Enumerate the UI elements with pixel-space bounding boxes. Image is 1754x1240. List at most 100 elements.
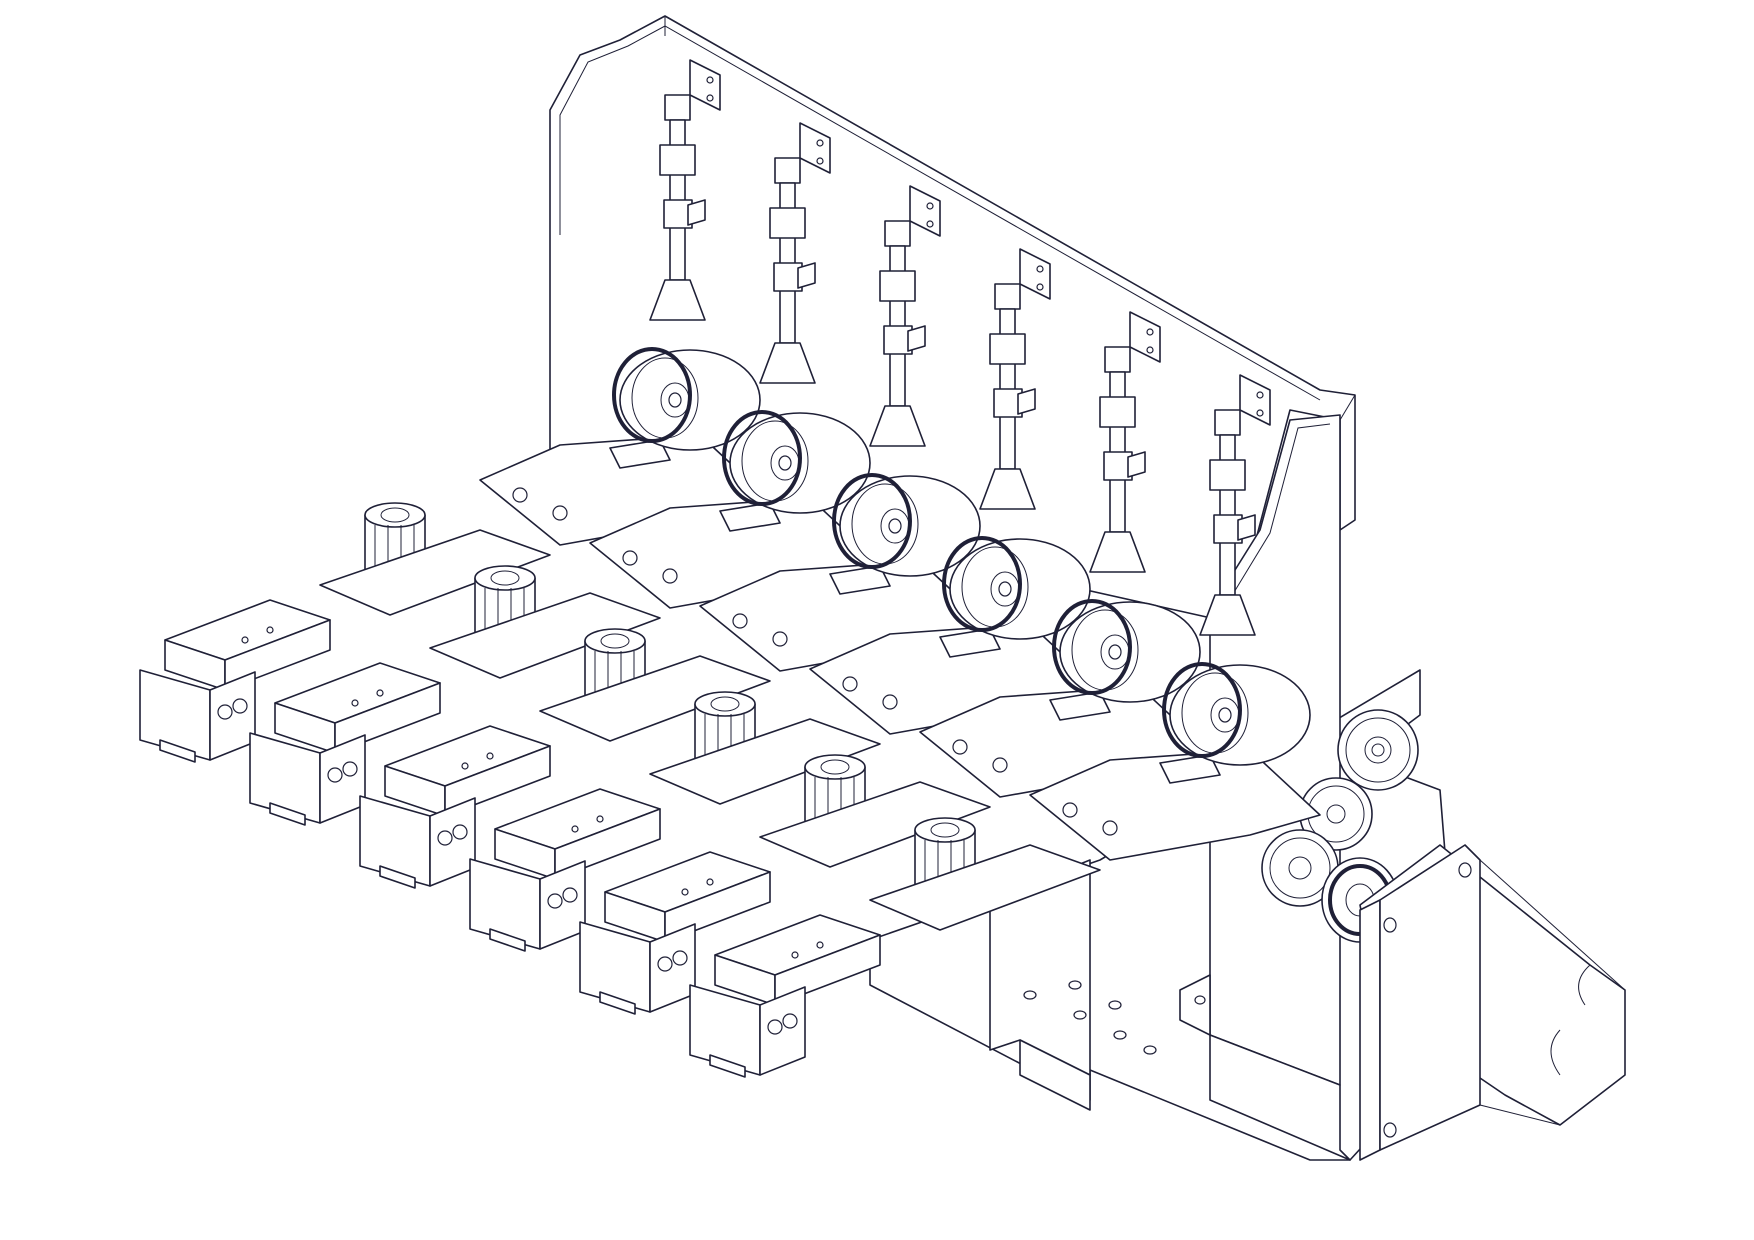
slide-base: [869, 844, 1101, 931]
pivot-link: [1199, 594, 1256, 636]
bracket-hole: [706, 76, 714, 84]
gripper-assembly: [579, 851, 771, 1015]
gripper-assembly: [469, 788, 661, 952]
slide-base: [759, 781, 991, 868]
gripper-port: [232, 698, 248, 714]
cam-wheel: [612, 347, 761, 451]
arm-hole: [662, 568, 678, 584]
gripper-assembly: [359, 725, 551, 889]
wheel-belt: [612, 347, 692, 443]
station-1: [139, 59, 771, 763]
wheel-bore: [778, 455, 792, 471]
wheel-rim: [631, 357, 699, 439]
gripper-port: [547, 893, 563, 909]
rod-collar: [1099, 396, 1136, 428]
slide-base: [649, 718, 881, 805]
wheel-rim: [1181, 672, 1249, 754]
cylinder-top: [584, 628, 646, 654]
clevis-top: [774, 157, 801, 184]
arm-slot: [939, 628, 1001, 658]
gripper-jaw: [489, 928, 526, 952]
linkage-assembly: [759, 122, 831, 384]
sensor-clip: [1127, 451, 1146, 478]
wheel-hub: [1100, 634, 1130, 670]
rail-hole: [791, 951, 799, 959]
rail-hole: [816, 941, 824, 949]
cylinder-port: [380, 507, 410, 523]
station-6: [689, 374, 1321, 1078]
gripper-jaw: [269, 802, 306, 826]
guide-rail-front: [224, 619, 331, 691]
sensor-clip: [907, 325, 926, 352]
bracket-hole: [816, 139, 824, 147]
cylinder-top: [914, 817, 976, 843]
wheel-rim: [961, 546, 1029, 628]
cam-wheel: [942, 536, 1091, 640]
guide-rail-front: [444, 745, 551, 817]
rod-collar: [1209, 459, 1246, 491]
bracket-hole: [926, 202, 934, 210]
arm-slot: [719, 502, 781, 532]
rod-collar: [989, 333, 1026, 365]
pivot-link: [979, 468, 1036, 510]
gripper-jaw: [159, 739, 196, 763]
arm-hole: [732, 613, 748, 629]
rod-collar: [773, 262, 803, 292]
linkage-assembly: [649, 59, 721, 321]
linkage-assembly: [1199, 374, 1271, 636]
arm-slot: [829, 565, 891, 595]
gripper-assembly: [249, 662, 441, 826]
rail-hole: [351, 699, 359, 707]
arm-slot: [1159, 754, 1221, 784]
wheel-hub: [660, 382, 690, 418]
bracket-hole: [1256, 391, 1264, 399]
wheel-bore: [888, 518, 902, 534]
bracket-hole: [1036, 265, 1044, 273]
bracket-hole: [926, 220, 934, 228]
cylinder-port: [600, 633, 630, 649]
gripper-port: [327, 767, 343, 783]
sensor-clip: [1237, 514, 1256, 541]
clevis-top: [884, 220, 911, 247]
wheel-belt: [942, 536, 1022, 632]
rod-collar: [1103, 451, 1133, 481]
sensor-clip: [1017, 388, 1036, 415]
gripper-jaw: [709, 1054, 746, 1078]
slide-base: [319, 529, 551, 616]
wheel-bore: [998, 581, 1012, 597]
guide-rail-front: [554, 808, 661, 880]
gripper-port: [342, 761, 358, 777]
cylinder-top: [804, 754, 866, 780]
wheel-hub: [770, 445, 800, 481]
gripper-port: [437, 830, 453, 846]
pivot-link: [649, 279, 706, 321]
guide-rail-front: [664, 871, 771, 943]
linkage-assembly: [869, 185, 941, 447]
rod-collar: [879, 270, 916, 302]
gripper-port: [452, 824, 468, 840]
clevis-top: [1214, 409, 1241, 436]
slide-base: [539, 655, 771, 742]
rail-hole: [486, 752, 494, 760]
bracket-hole: [1146, 346, 1154, 354]
wheel-hub: [1210, 697, 1240, 733]
cam-wheel: [1162, 662, 1311, 766]
arm-plate: [1029, 749, 1321, 861]
station-5: [579, 311, 1211, 1015]
rod-collar: [663, 199, 693, 229]
wheel-belt: [722, 410, 802, 506]
cylinder-port: [930, 822, 960, 838]
linkage-assembly: [979, 248, 1051, 510]
bracket-hole: [706, 94, 714, 102]
gear-train: [1261, 709, 1419, 943]
wheel-bore: [668, 392, 682, 408]
cylinder-port: [820, 759, 850, 775]
cam-wheel: [1052, 599, 1201, 703]
rail-hole: [571, 825, 579, 833]
arm-slot: [1049, 691, 1111, 721]
bracket-hole: [816, 157, 824, 165]
guide-rail-front: [774, 934, 881, 1006]
pivot-link: [1089, 531, 1146, 573]
